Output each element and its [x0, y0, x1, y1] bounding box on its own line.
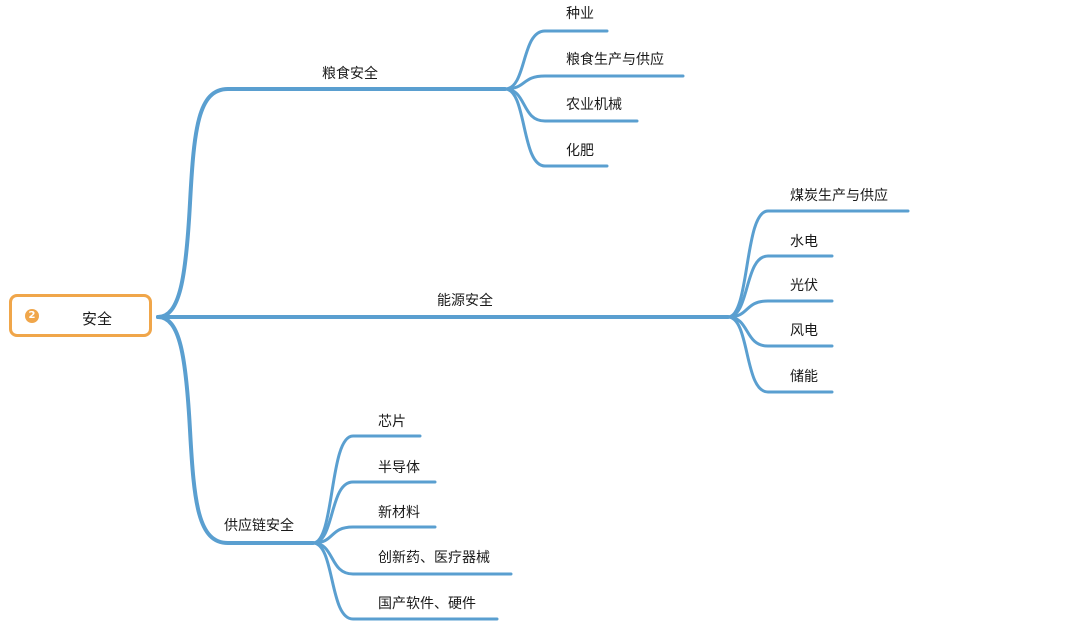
leaf-grain-production[interactable]: 粮食生产与供应: [566, 52, 664, 68]
leaf-photovoltaic[interactable]: 光伏: [790, 278, 818, 294]
priority-badge-icon: 2: [25, 309, 39, 323]
leaf-agri-machinery[interactable]: 农业机械: [566, 97, 622, 113]
leaf-connector-1-2: [726, 299, 834, 319]
leaf-connector-2-4: [311, 541, 499, 621]
leaf-connector-2-0: [311, 434, 422, 545]
branch-food-security[interactable]: 粮食安全: [322, 66, 378, 82]
root-node[interactable]: 2 安全: [9, 294, 152, 337]
leaf-connector-1-1: [726, 254, 834, 319]
leaf-wind-power[interactable]: 风电: [790, 323, 818, 339]
leaf-connector-0-3: [503, 87, 609, 168]
leaf-semiconductors[interactable]: 半导体: [378, 460, 420, 476]
leaf-seed-industry[interactable]: 种业: [566, 6, 594, 22]
leaf-connector-1-4: [726, 315, 834, 394]
leaf-connector-0-0: [503, 29, 609, 91]
leaf-innovative-drugs[interactable]: 创新药、医疗器械: [378, 550, 490, 566]
leaf-coal[interactable]: 煤炭生产与供应: [790, 188, 888, 204]
branch-connector-0: [156, 87, 507, 319]
branch-connector-2: [156, 315, 315, 545]
leaf-connector-2-1: [311, 480, 437, 545]
leaf-new-materials[interactable]: 新材料: [378, 505, 420, 521]
leaf-fertilizer[interactable]: 化肥: [566, 143, 594, 159]
leaf-connector-0-1: [503, 74, 685, 91]
leaf-connector-2-2: [311, 525, 437, 545]
branch-energy-security[interactable]: 能源安全: [437, 293, 493, 309]
leaf-energy-storage[interactable]: 储能: [790, 369, 818, 385]
leaf-hydropower[interactable]: 水电: [790, 234, 818, 250]
leaf-domestic-software[interactable]: 国产软件、硬件: [378, 596, 476, 612]
leaf-chips[interactable]: 芯片: [378, 414, 406, 430]
leaf-connector-1-0: [726, 209, 910, 319]
root-label: 安全: [82, 310, 113, 328]
branch-supply-chain-security[interactable]: 供应链安全: [224, 518, 294, 534]
